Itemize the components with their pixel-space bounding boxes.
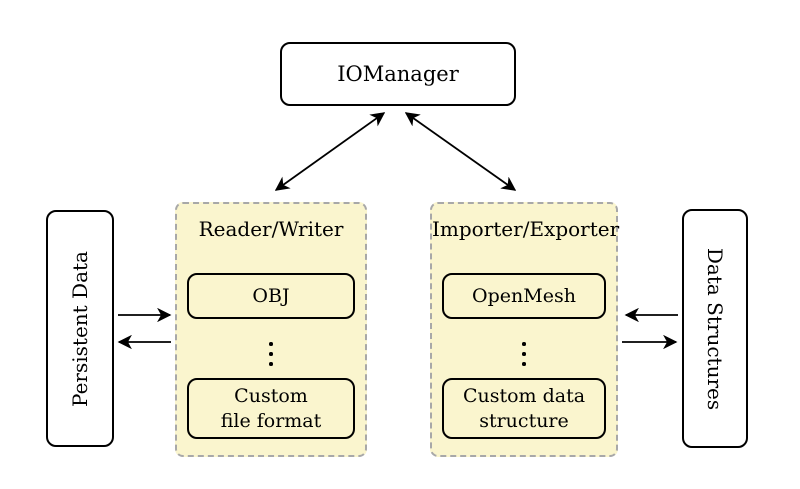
iomanager-label: IOManager xyxy=(337,62,459,86)
custom-data-structure-node: Custom data structure xyxy=(442,378,606,439)
arrow-iomanager-importerexporter xyxy=(404,112,517,191)
vertical-ellipsis-icon xyxy=(432,337,616,371)
data-structures-label: Data Structures xyxy=(703,247,727,410)
importer-exporter-container: Importer/Exporter OpenMesh Custom data s… xyxy=(430,202,620,457)
obj-node: OBJ xyxy=(187,273,355,319)
vertical-ellipsis-icon xyxy=(177,337,365,371)
obj-label: OBJ xyxy=(252,284,290,307)
openmesh-node: OpenMesh xyxy=(442,273,606,319)
persistent-data-label: Persistent Data xyxy=(68,250,93,407)
reader-writer-container: Reader/Writer OBJ Custom file format xyxy=(175,202,367,457)
iomanager-node: IOManager xyxy=(280,42,516,106)
data-structures-node: Data Structures xyxy=(682,209,748,448)
custom-data-structure-label: Custom data structure xyxy=(462,384,586,432)
custom-file-format-label: Custom file format xyxy=(220,384,322,432)
persistent-data-node: Persistent Data xyxy=(46,210,114,447)
importer-exporter-title: Importer/Exporter xyxy=(432,217,620,241)
openmesh-label: OpenMesh xyxy=(472,284,576,307)
reader-writer-title: Reader/Writer xyxy=(198,217,344,241)
custom-file-format-node: Custom file format xyxy=(187,378,355,439)
arrow-iomanager-readerwriter xyxy=(274,112,386,191)
